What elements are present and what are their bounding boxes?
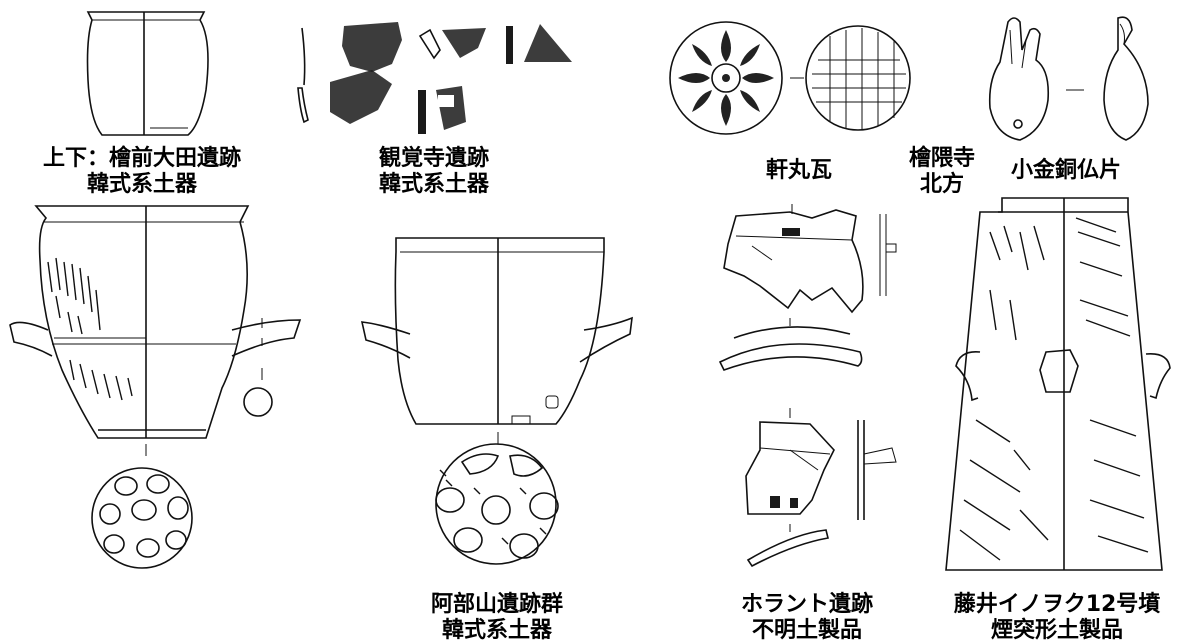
caption-noki-marugawara: 軒丸瓦 [754,158,844,184]
handled-pot-drawing [9,205,302,456]
caption-object-type: 韓式系土器 [441,618,552,643]
abeyama-pot-drawing [360,237,633,444]
chimney-object-drawing [945,197,1171,571]
caption-abeyama: 阿部山遺跡群 韓式系土器 [414,592,580,644]
caption-object-type: 軒丸瓦 [765,158,832,183]
caption-object-type: 不明土製品 [751,618,862,643]
caption-site-name: 上下：檜前大田遺跡 [42,146,241,171]
eave-tile-drawing [669,21,911,135]
perforated-base-center-drawing [435,443,559,565]
caption-bronze-buddha: 小金銅仏片 [996,158,1136,184]
caption-object-type: 韓式系土器 [378,172,489,197]
caption-kankakuji: 観覚寺遺跡 韓式系土器 [364,146,504,198]
bronze-buddha-drawing [988,16,1149,141]
caption-site-name: 阿部山遺跡群 [430,592,563,617]
caption-horanto: ホラント遺跡 不明土製品 [732,592,882,644]
horanto-object-upper-drawing [718,204,897,371]
small-jar-drawing [86,11,209,136]
caption-object-type: 韓式系土器 [86,172,197,197]
caption-hinokumadera: 檜隈寺 北方 [896,146,988,198]
kankakuji-sherds-drawing [297,22,572,134]
caption-site-name: 観覚寺遺跡 [378,146,489,171]
caption-object-type: 小金銅仏片 [1010,158,1121,183]
caption-location: 北方 [919,172,964,197]
caption-fujii: 藤井イノヲク12号墳 煙突形土製品 [944,592,1170,644]
caption-object-type: 煙突形土製品 [990,618,1123,643]
caption-site-name: ホラント遺跡 [740,592,873,617]
horanto-object-lower-drawing [745,408,897,568]
caption-site-name: 檜隈寺 [908,146,975,171]
caption-hinokuma-ota: 上下：檜前大田遺跡 韓式系土器 [20,146,264,198]
caption-site-name: 藤井イノヲク12号墳 [953,592,1161,617]
perforated-base-left-drawing [91,467,193,569]
